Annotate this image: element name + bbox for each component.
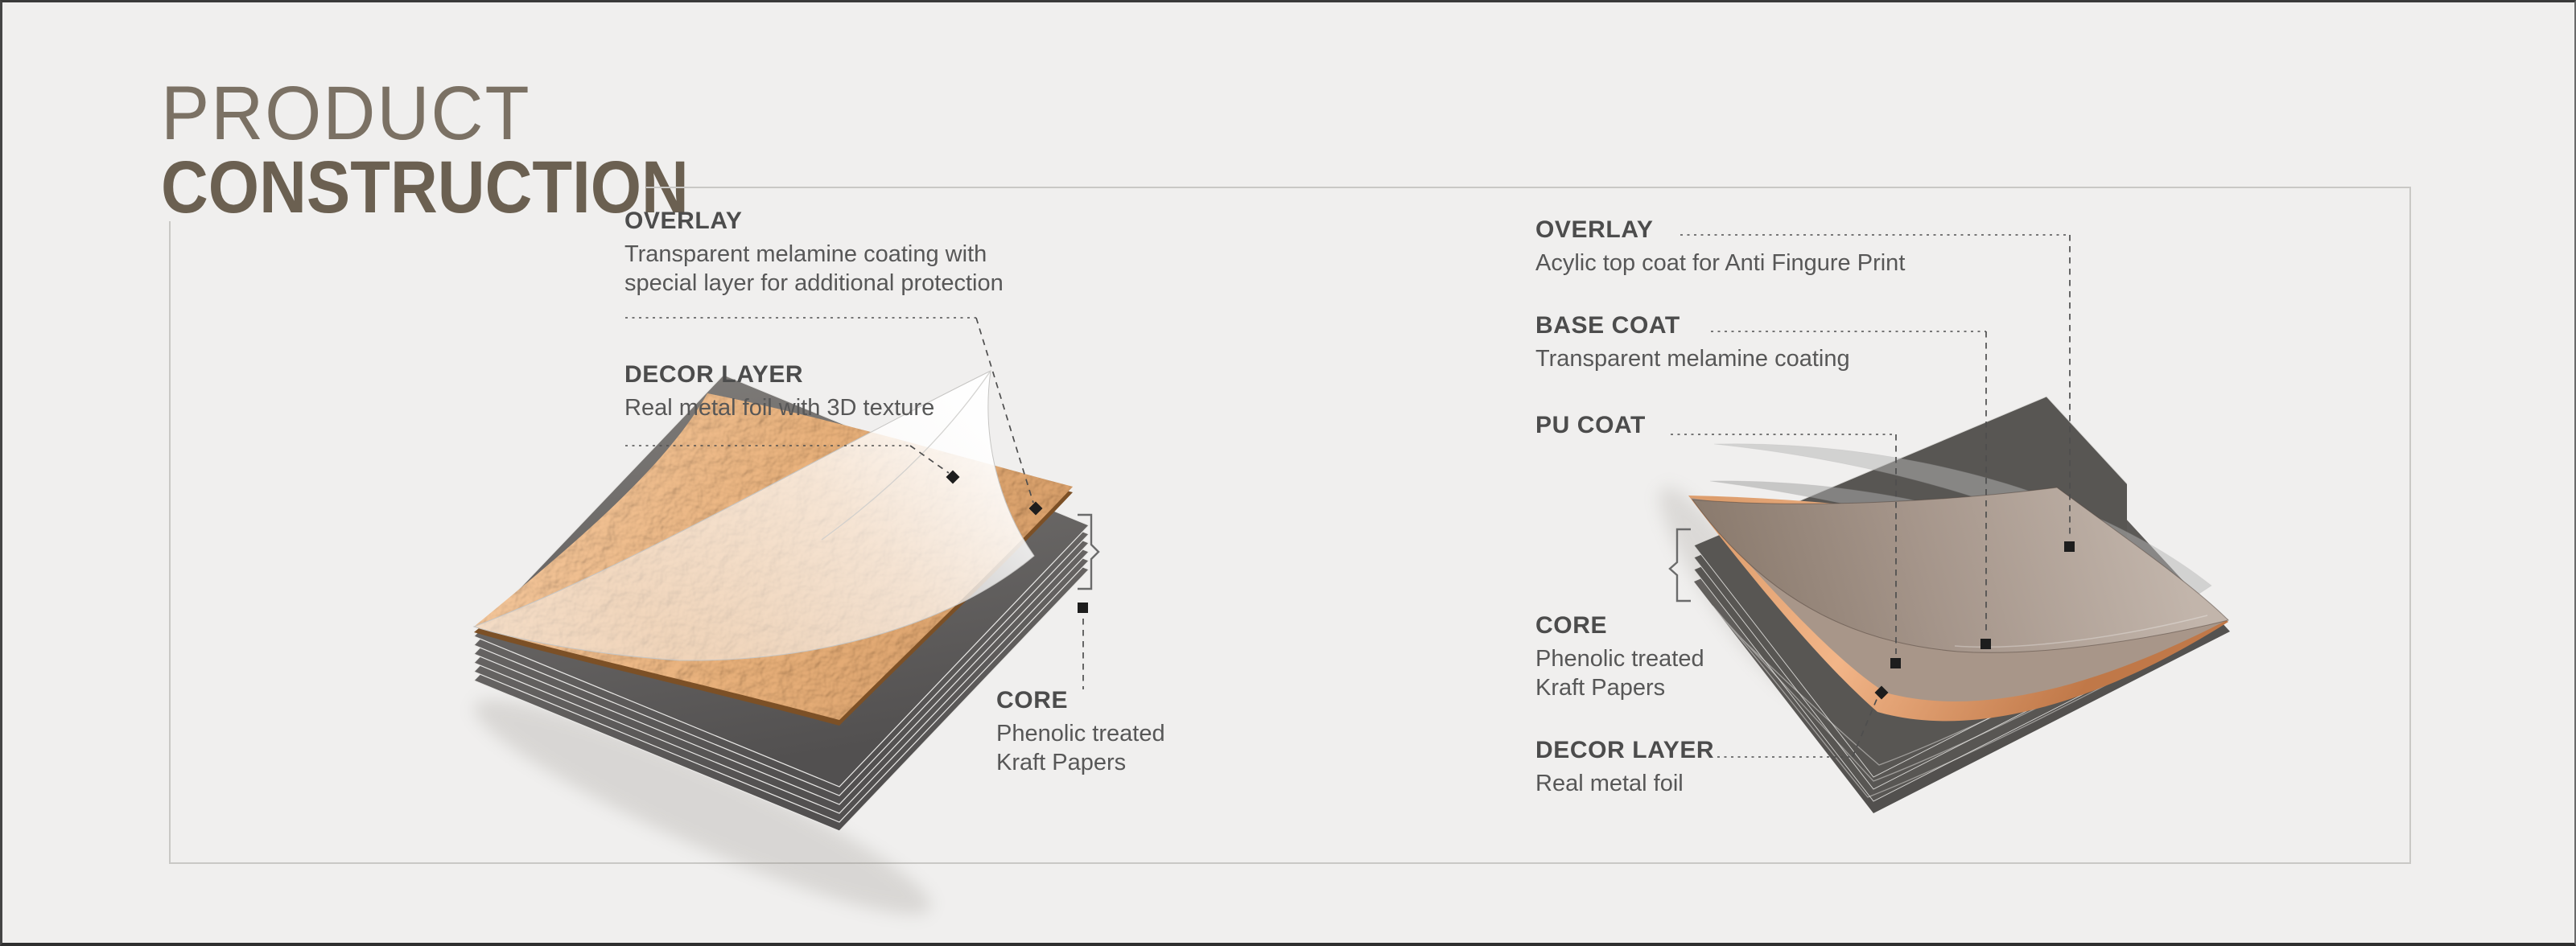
left-core-brace — [1078, 513, 1100, 590]
left-decor-leader-diag — [909, 445, 950, 474]
right-decor-desc-line1: Real metal foil — [1535, 771, 1684, 796]
right-decor-label: DECOR LAYER Real metal foil — [1535, 737, 1714, 798]
right-base-coat-desc-line1: Transparent melamine coating — [1535, 346, 1850, 372]
left-overlay-fold-line — [821, 370, 991, 541]
left-overlay-label: OVERLAY Transparent melamine coating wit… — [624, 208, 1004, 298]
right-core-heading: CORE — [1535, 612, 1608, 639]
left-laminate-diagram — [472, 370, 1090, 915]
left-overlay-leader-diag — [975, 317, 1034, 504]
left-core-heading: CORE — [996, 687, 1069, 714]
left-overlay-heading: OVERLAY — [624, 208, 743, 234]
left-overlay-desc-line2: special layer for additional protection — [624, 270, 1004, 296]
right-base-coat-heading: BASE COAT — [1535, 312, 1680, 339]
left-decor-label: DECOR LAYER Real metal foil with 3D text… — [624, 361, 934, 422]
left-decor-desc-line1: Real metal foil with 3D texture — [624, 395, 935, 421]
right-overlay-label: OVERLAY Acylic top coat for Anti Fingure… — [1535, 216, 1905, 278]
right-core-desc-line2: Kraft Papers — [1535, 675, 1666, 701]
right-core-desc-line1: Phenolic treated — [1535, 646, 1704, 672]
right-overlay-desc-line1: Acylic top coat for Anti Fingure Print — [1535, 250, 1906, 276]
page-title: PRODUCT CONSTRUCTION — [161, 71, 757, 228]
left-overlay-sheet — [472, 370, 1035, 661]
left-core-desc-line2: Kraft Papers — [996, 750, 1127, 775]
right-base-coat-label: BASE COAT Transparent melamine coating — [1535, 312, 1850, 373]
left-diagram-shadow — [474, 699, 931, 915]
right-core-brace — [1668, 528, 1691, 603]
frame-left-line — [169, 221, 171, 862]
page-title-line2: CONSTRUCTION — [161, 146, 689, 228]
left-decor-heading: DECOR LAYER — [624, 361, 804, 388]
right-core-label: CORE Phenolic treated Kraft Papers — [1535, 612, 1704, 702]
right-base-marker — [1980, 639, 1991, 649]
right-laminate-diagram — [1659, 396, 2230, 813]
left-core-desc-line1: Phenolic treated — [996, 721, 1165, 747]
frame-right-line — [2409, 187, 2411, 864]
right-decor-heading: DECOR LAYER — [1535, 737, 1715, 763]
page-title-line1: PRODUCT — [161, 71, 531, 156]
left-overlay-desc-line1: Transparent melamine coating with — [624, 241, 987, 267]
right-pu-coat-heading: PU COAT — [1535, 412, 1646, 438]
frame-bottom-line — [169, 862, 2411, 864]
right-overlay-top-sheet — [1691, 487, 2229, 653]
right-overlay-heading: OVERLAY — [1535, 216, 1654, 243]
right-pu-marker — [1890, 658, 1901, 668]
right-pu-coat-label: PU COAT — [1535, 412, 1646, 439]
leader-lines — [625, 234, 2071, 758]
right-overlay-marker — [2064, 541, 2075, 552]
left-core-marker — [1078, 603, 1088, 613]
left-core-label: CORE Phenolic treated Kraft Papers — [996, 687, 1165, 777]
frame-top-line — [646, 187, 2410, 188]
